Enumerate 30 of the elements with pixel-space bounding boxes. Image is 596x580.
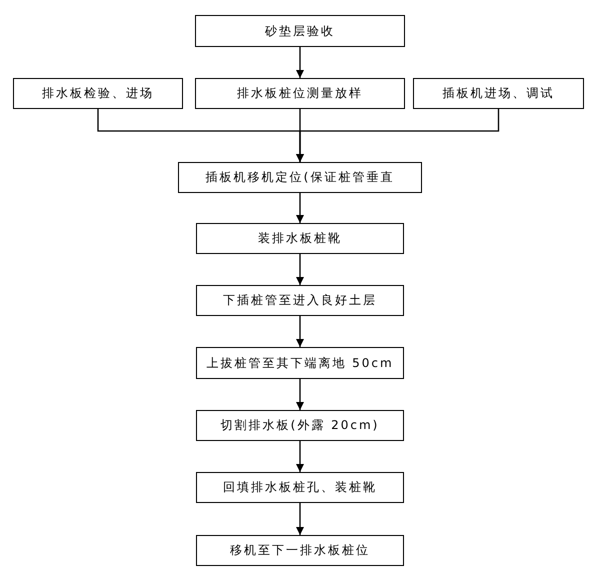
arrow <box>296 441 304 472</box>
process-box <box>196 410 404 441</box>
arrow <box>296 109 500 162</box>
box-label: 上拔桩管至其下端离地 50cm <box>206 354 394 372</box>
process-box <box>13 78 183 109</box>
box-label: 下插桩管至进入良好土层 <box>223 292 377 309</box>
box-label: 插板机进场、调试 <box>442 85 554 102</box>
arrow <box>296 316 304 347</box>
arrow <box>296 254 304 285</box>
box-label: 装排水板桩靴 <box>258 230 342 247</box>
box-label: 回填排水板桩孔、装桩靴 <box>223 479 377 496</box>
arrow <box>296 379 304 410</box>
process-box <box>196 472 404 503</box>
box-label: 排水板桩位测量放样 <box>237 85 363 102</box>
box-label: 排水板检验、进场 <box>42 85 154 102</box>
arrow <box>296 193 304 223</box>
box-label: 移机至下一排水板桩位 <box>230 542 370 559</box>
process-box <box>196 535 404 566</box>
process-box <box>195 78 405 109</box>
process-box <box>195 15 405 47</box>
process-box <box>196 223 404 254</box>
arrow <box>296 503 304 535</box>
box-label: 插板机移机定位(保证桩管垂直 <box>206 169 394 186</box>
arrow <box>296 47 304 78</box>
process-box <box>196 347 404 379</box>
box-label: 切割排水板(外露 20cm) <box>220 417 380 434</box>
process-box <box>196 285 404 316</box>
process-box <box>178 162 422 193</box>
process-box <box>413 78 584 109</box>
box-label: 砂垫层验收 <box>265 22 335 40</box>
